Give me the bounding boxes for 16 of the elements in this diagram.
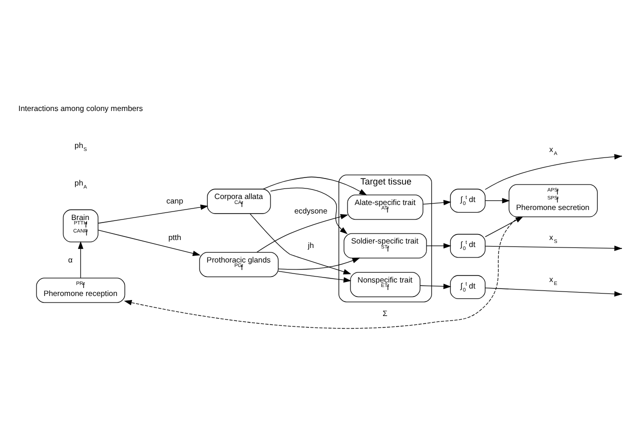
arrow: [124, 216, 520, 328]
arrow: [426, 242, 452, 248]
arrow: [256, 214, 348, 252]
arrow: [485, 245, 622, 251]
arrow: [262, 176, 367, 195]
arrow: [422, 199, 452, 205]
arrow: [98, 204, 208, 224]
arrow: [484, 198, 510, 203]
arrow: [420, 283, 452, 289]
arrow: [484, 216, 524, 237]
arrow: [278, 270, 352, 282]
arrow: [78, 240, 84, 278]
arrow: [98, 229, 201, 256]
arrow: [250, 212, 352, 274]
arrow: [278, 257, 360, 270]
arrow: [270, 187, 348, 234]
